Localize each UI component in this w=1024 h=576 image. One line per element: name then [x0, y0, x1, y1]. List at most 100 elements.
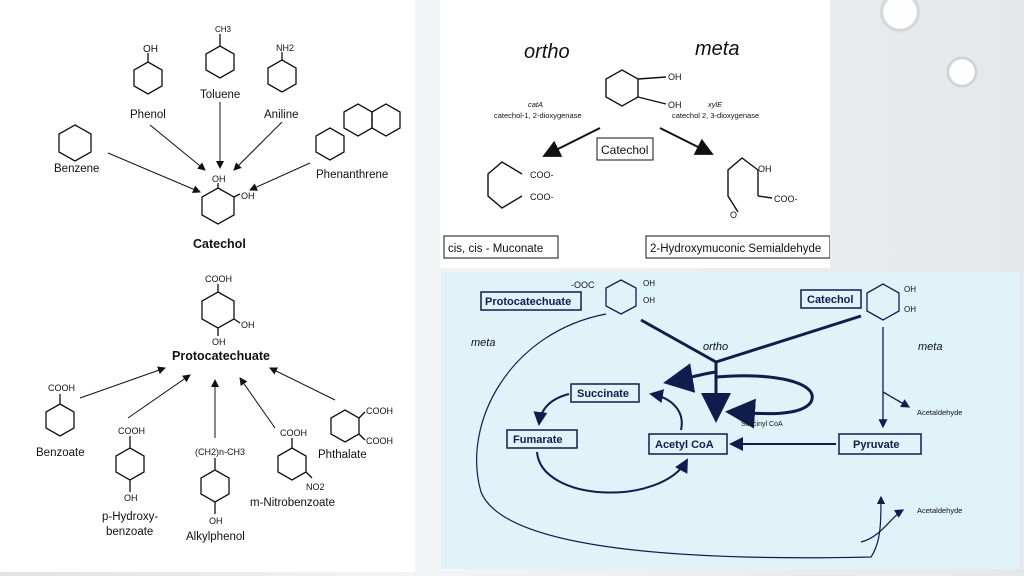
ortho-right — [715, 314, 862, 364]
meta-arrow — [659, 127, 714, 155]
alkylphenol-chain: (CH2)n-CH3 — [195, 447, 245, 457]
p-hydroxybenzoate-oh: OH — [124, 493, 138, 503]
acetaldehyde2-arrow — [860, 509, 905, 543]
semialdehyde-box — [645, 235, 830, 259]
semialdehyde-chain — [727, 157, 759, 213]
aromatic-degradation-diagram: OH CH3 NH2 OH OH COOH OH OH COOH COOH OH… — [0, 0, 415, 572]
arrow-phthalate — [269, 367, 336, 401]
phthalate-label: Phthalate — [318, 449, 367, 461]
phenanthrene-ring-3 — [371, 103, 401, 137]
semialdehyde-o: O — [730, 210, 737, 220]
catechol-ring — [201, 187, 235, 225]
p-hydroxy-label-2: benzoate — [106, 526, 153, 538]
acetaldehyde2-label: Acetaldehyde — [917, 506, 962, 515]
catechol-oh-2: OH — [668, 100, 682, 110]
benzoate-ring — [45, 403, 75, 437]
toluene-ring — [205, 45, 235, 79]
phthalate-cooh-1: COOH — [366, 406, 393, 416]
meta-left-label: meta — [471, 337, 495, 349]
semialdehyde-coo: COO- — [774, 194, 798, 204]
benzoate-label: Benzoate — [36, 447, 85, 459]
catechol-label: Catechol — [807, 294, 853, 306]
alkylphenol-oh: OH — [209, 516, 223, 526]
proto-oh-1: OH — [643, 279, 655, 288]
protocatechuate-box — [480, 291, 582, 311]
phenanthrene-label: Phenanthrene — [316, 169, 388, 181]
phthalate-ring — [330, 409, 360, 443]
benzene-label: Benzene — [54, 163, 99, 175]
phenanthrene-ring-2 — [343, 103, 373, 137]
xyle-enzyme: catechol 2, 3-dioxygenase — [672, 111, 759, 120]
fumarate-box — [506, 429, 578, 449]
cat-oh-1: OH — [904, 285, 916, 294]
protocatechuate-oh-2: OH — [212, 337, 226, 347]
muconate-chain — [487, 161, 523, 209]
benzoate-cooh: COOH — [48, 383, 75, 393]
arrow-aniline — [233, 121, 283, 171]
catechol-ring — [866, 283, 900, 321]
catechol-box — [800, 289, 862, 309]
fumarate-acetyl-loop — [536, 451, 688, 494]
meta-heading: meta — [695, 38, 739, 60]
phthalate-cooh-2: COOH — [366, 436, 393, 446]
arrow-benzene — [107, 152, 201, 193]
pyruvate-label: Pyruvate — [853, 439, 899, 451]
acetyl-coa-box — [648, 433, 728, 455]
pyruvate-box — [838, 433, 922, 455]
succinate-box — [570, 383, 640, 403]
succinyl-label: Succinyl CoA — [741, 421, 783, 428]
benzene-ring — [58, 124, 92, 162]
muconate-box — [443, 235, 559, 259]
acetaldehyde1-label: Acetaldehyde — [917, 408, 962, 417]
catechol-ring — [605, 69, 639, 107]
arrow-benzoate — [79, 366, 166, 399]
ortho-arrow — [542, 127, 601, 157]
acetyl-succinate-arrow — [649, 389, 683, 431]
aniline-nh2: NH2 — [276, 43, 294, 53]
aniline-label: Aniline — [264, 109, 299, 121]
semialdehyde-oh: OH — [758, 164, 772, 174]
toluene-label: Toluene — [200, 89, 240, 101]
nitrobenzoate-no2: NO2 — [306, 482, 325, 492]
arrow-p-hydroxybenzoate — [127, 374, 191, 419]
protocatechuate-ring — [201, 291, 235, 329]
arrow-phenanthrene — [249, 162, 311, 191]
catechol-oh-2: OH — [241, 191, 255, 201]
proto-oh-2: OH — [643, 296, 655, 305]
cata-enzyme: catechol-1, 2-dioxygenase — [494, 111, 582, 120]
meta-right-label: meta — [918, 341, 942, 353]
protocatechuate-oh-1: OH — [241, 320, 255, 330]
catechol-oh-1: OH — [668, 72, 682, 82]
ooc-label: -OOC — [571, 280, 595, 290]
p-hydroxy-label-1: p-Hydroxy- — [102, 511, 158, 523]
succinate-label: Succinate — [577, 388, 629, 400]
alkylphenol-label: Alkylphenol — [186, 531, 245, 543]
phenol-ring — [133, 61, 163, 95]
phenol-oh: OH — [143, 44, 158, 55]
acetyl-coa-label: Acetyl CoA — [655, 439, 714, 451]
arrow-nitrobenzoate — [239, 377, 276, 429]
semialdehyde-label: 2-Hydroxymuconic Semialdehyde — [650, 243, 821, 255]
protocatechuate-cooh: COOH — [205, 274, 232, 284]
meta-left-curve — [476, 313, 886, 559]
catechol-box — [596, 137, 654, 161]
catechol-label: Catechol — [193, 237, 246, 251]
protocatechuate-label: Protocatechuate — [485, 296, 571, 308]
nitrobenzoate-ring — [277, 447, 307, 481]
protocatechuate-ring — [605, 279, 637, 315]
central-pathway-diagram: -OOC OH OH OH OH meta ortho meta Succiny… — [441, 272, 1019, 569]
ortho-succinate — [663, 363, 717, 393]
toluene-ch3: CH3 — [215, 25, 232, 34]
p-hydroxybenzoate-ring — [115, 447, 145, 481]
nitrobenzoate-label: m-Nitrobenzoate — [250, 497, 335, 509]
protocatechuate-label: Protocatechuate — [172, 349, 270, 363]
muconate-coo-2: COO- — [530, 192, 554, 202]
arrow-phenol — [149, 124, 206, 171]
xyle-gene: xylE — [707, 100, 723, 109]
ortho-label: ortho — [703, 341, 728, 353]
alkylphenol-ring — [200, 469, 230, 503]
succinate-fumarate-arrow — [533, 393, 570, 426]
ortho-heading: ortho — [524, 41, 570, 63]
fumarate-label: Fumarate — [513, 434, 563, 446]
ortho-loop — [715, 374, 814, 429]
